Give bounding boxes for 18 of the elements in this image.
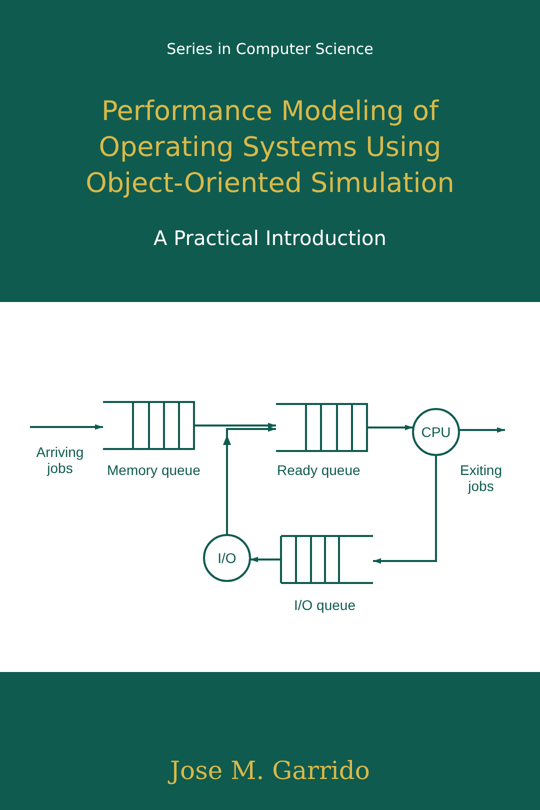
- queue-label: I/O queue: [294, 597, 356, 613]
- node-label: CPU: [420, 424, 452, 440]
- queue-label: Ready queue: [277, 462, 360, 478]
- node-label: I/O: [216, 550, 238, 566]
- book-title: Performance Modeling of Operating Systems Using Object-Oriented Simulation: [84, 95, 456, 201]
- series-name: Series in Computer Science: [166, 40, 374, 58]
- arrow: [250, 556, 281, 562]
- arrow: [226, 426, 276, 535]
- arrow: [459, 427, 505, 433]
- arrow: [30, 424, 103, 430]
- arrow: [195, 422, 276, 428]
- queue-label: Memory queue: [107, 462, 200, 478]
- server-circle: [413, 409, 459, 455]
- author-name: Jose M. Garrido: [70, 756, 470, 785]
- server-circle: [204, 535, 250, 581]
- arrow: [373, 455, 437, 564]
- subtitle: A Practical Introduction: [152, 226, 388, 250]
- arrow: [368, 424, 413, 430]
